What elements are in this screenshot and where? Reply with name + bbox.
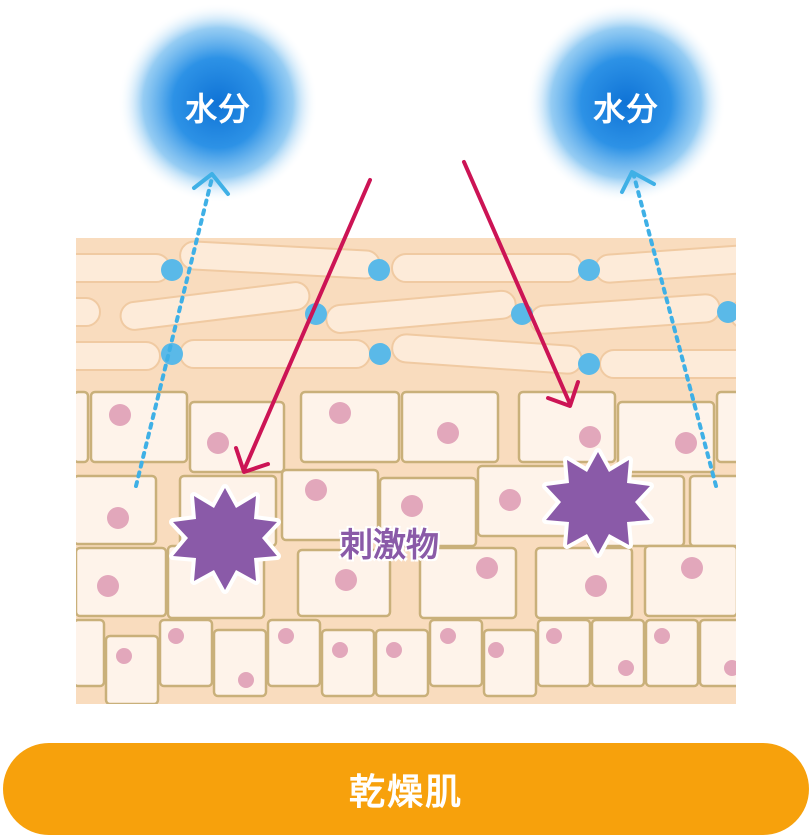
moisture-bubble-icon [526, 3, 726, 203]
irritant-star-icon [169, 484, 281, 594]
irritant-label: 刺激物 [340, 525, 439, 564]
irritant-star-icon [542, 448, 654, 558]
moisture-loss-arrow-right [620, 170, 718, 488]
moisture-loss-arrow-left [134, 172, 230, 488]
moisture-label-right: 水分 [592, 90, 659, 128]
irritant-right [542, 448, 654, 558]
moisture-arrow-icon [632, 174, 718, 488]
moisture-bubble-icon [118, 3, 318, 203]
moisture-arrow-icon [134, 176, 214, 488]
irritant-arrow-left [234, 178, 372, 474]
cell-nuclei [97, 402, 736, 688]
irritant-left [169, 484, 281, 594]
irritant-arrow-icon [462, 160, 572, 406]
irritant-arrow-icon [242, 178, 372, 472]
moisture-bubble-right [526, 3, 726, 203]
banner-label: 乾燥肌 [348, 772, 463, 813]
irritant-arrow-right [462, 160, 580, 408]
dry-skin-banner: 乾燥肌 [3, 743, 809, 835]
moisture-label-left: 水分 [184, 90, 251, 128]
moisture-bubble-left [118, 3, 318, 203]
skin-cross-section [76, 238, 736, 704]
stratum-corneum [76, 240, 736, 379]
